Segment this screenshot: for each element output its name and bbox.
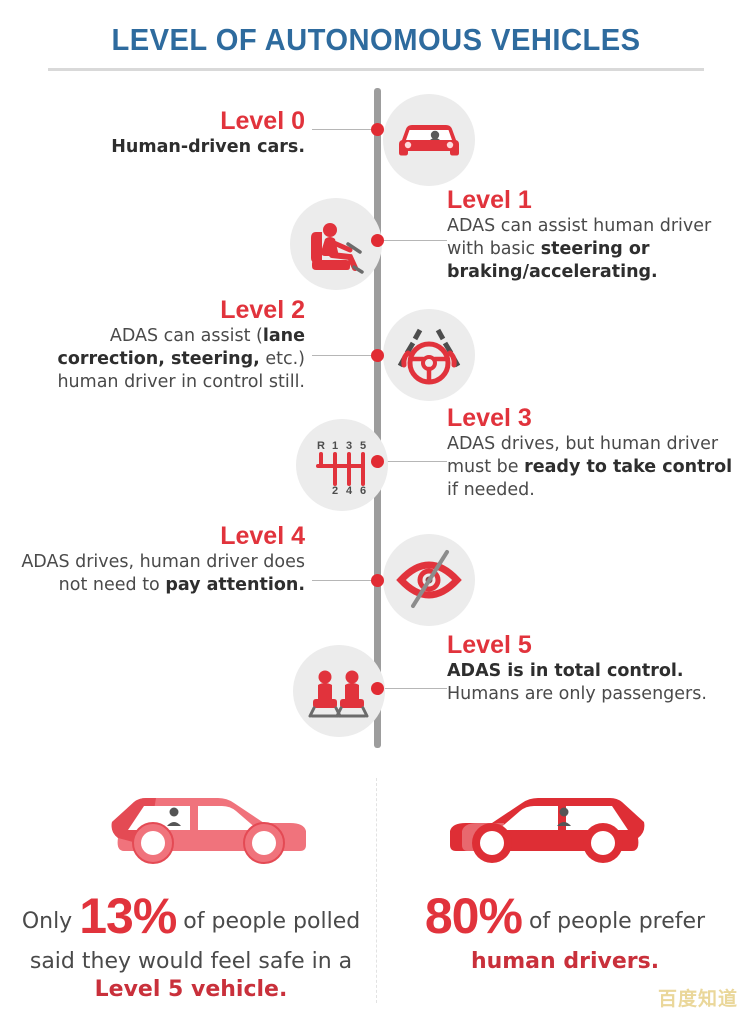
level-body-text-4b: pay attention. (165, 575, 305, 595)
watermark: 百度知道 (657, 988, 738, 1010)
level-heading-0: Level 0 (220, 107, 305, 135)
level-body-text-2a: ADAS can assist ( (109, 326, 263, 347)
connector-level-4 (312, 580, 374, 581)
level-heading-2: Level 2 (220, 296, 305, 324)
svg-text:R: R (317, 440, 325, 452)
connector-level-3 (381, 461, 447, 462)
stat-left-suffix: of people polled said they would feel sa… (29, 909, 361, 974)
svg-text:1: 1 (332, 440, 338, 452)
svg-text:2: 2 (332, 485, 338, 497)
level-block-5: Level 5 ADAS is in total control. Humans… (447, 632, 747, 706)
svg-text:6: 6 (360, 485, 366, 497)
hatchback-left-facing-icon (8, 776, 374, 884)
steering-wheel-lane-icon (383, 309, 475, 401)
passenger-seats-icon (293, 645, 385, 737)
level-body-2: ADAS can assist (lane correction, steeri… (5, 325, 305, 393)
stat-block-left: Only 13% of people polled said they woul… (8, 776, 374, 1004)
svg-text:3: 3 (346, 440, 352, 452)
stat-right-percent: 80% (424, 888, 523, 944)
timeline-node-level-5 (371, 682, 384, 695)
timeline-node-level-2 (371, 349, 384, 362)
level-body-text-4a: ADAS drives, human driver does not need … (21, 552, 305, 595)
stat-text-right: 80% of people prefer human drivers. (382, 884, 748, 976)
level-heading-5: Level 5 (447, 631, 532, 659)
page-title: LEVEL OF AUTONOMOUS VEHICLES (111, 22, 641, 57)
level-heading-4: Level 4 (220, 522, 305, 550)
stat-left-emphasis: Level 5 vehicle. (94, 977, 288, 1003)
connector-level-0 (312, 129, 374, 130)
level-body-3: ADAS drives, but human driver must be re… (447, 433, 747, 501)
level-body-text-3b: ready to take control (524, 457, 733, 477)
timeline-node-level-3 (371, 455, 384, 468)
level-block-1: Level 1 ADAS can assist human driver wit… (447, 187, 747, 284)
level-heading-3: Level 3 (447, 404, 532, 432)
level-block-3: Level 3 ADAS drives, but human driver mu… (447, 405, 747, 502)
level-body-4: ADAS drives, human driver does not need … (5, 551, 305, 597)
level-body-text-5b: Humans are only passengers. (447, 684, 707, 704)
level-body-0: Human-driven cars. (5, 136, 305, 159)
level-body-text-0: Human-driven cars. (111, 137, 305, 158)
svg-text:4: 4 (346, 485, 353, 497)
level-body-text-1a: ADAS can assist human driver with basic (447, 216, 712, 259)
level-body-text-3a: ADAS drives, but human driver must be (447, 434, 719, 477)
level-body-text-5a: ADAS is in total control. (447, 661, 684, 682)
stat-right-suffix: of people prefer (521, 909, 706, 934)
level-body-text-2b: lane correction, steering, (57, 326, 305, 369)
svg-text:5: 5 (360, 440, 366, 452)
stat-block-right: 80% of people prefer human drivers. (382, 776, 748, 976)
connector-level-2 (312, 355, 374, 356)
hatchback-right-facing-icon (382, 776, 748, 884)
level-block-2: Level 2 ADAS can assist (lane correction… (5, 297, 305, 394)
level-body-text-1b: steering or braking/accelerating. (447, 239, 658, 282)
timeline-node-level-0 (371, 123, 384, 136)
level-block-0: Level 0 Human-driven cars. (5, 108, 305, 159)
level-body-text-2c: etc.) human driver in control still. (57, 349, 305, 392)
level-body-text-3c: if needed. (447, 479, 535, 500)
level-heading-1: Level 1 (447, 186, 532, 214)
stat-left-percent: 13% (79, 888, 177, 944)
connector-level-5 (381, 688, 447, 689)
level-block-4: Level 4 ADAS drives, human driver does n… (5, 523, 305, 597)
level-body-5: ADAS is in total control. Humans are onl… (447, 660, 747, 706)
connector-level-1 (381, 240, 447, 241)
eye-slash-icon (383, 534, 475, 626)
timeline-node-level-4 (371, 574, 384, 587)
front-car-icon (383, 94, 475, 186)
stat-left-prefix: Only (21, 909, 80, 934)
timeline-spine (374, 88, 381, 748)
timeline-node-level-1 (371, 234, 384, 247)
stat-text-left: Only 13% of people polled said they woul… (8, 884, 374, 1004)
seated-driver-icon (290, 198, 382, 290)
stat-right-emphasis: human drivers. (470, 949, 660, 974)
stats-divider (376, 778, 377, 1003)
title-divider (48, 68, 704, 71)
level-body-1: ADAS can assist human driver with basic … (447, 215, 747, 283)
